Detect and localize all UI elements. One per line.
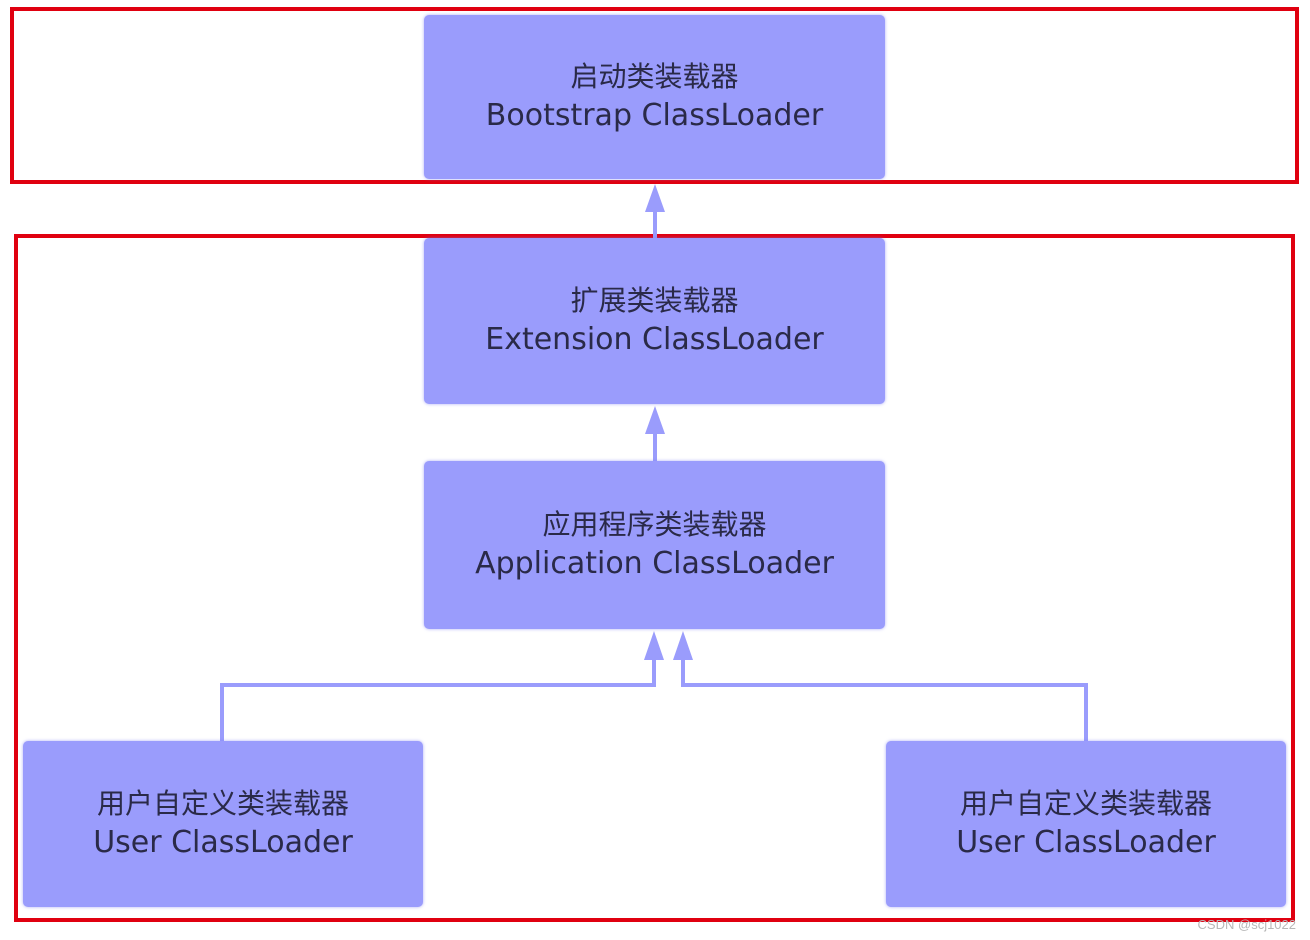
node-label-en: Application ClassLoader	[475, 546, 834, 581]
node-user-classloader-right: 用户自定义类装载器 User ClassLoader	[886, 741, 1286, 907]
node-bootstrap-classloader: 启动类装载器 Bootstrap ClassLoader	[424, 15, 885, 179]
node-label-cn: 扩展类装载器	[570, 284, 739, 317]
node-label-cn: 启动类装载器	[570, 60, 739, 93]
node-label-cn: 用户自定义类装载器	[96, 787, 349, 820]
node-label-cn: 应用程序类装载器	[542, 508, 767, 541]
node-extension-classloader: 扩展类装载器 Extension ClassLoader	[424, 238, 885, 404]
watermark: CSDN @scj1022	[1197, 917, 1296, 932]
node-label-en: User ClassLoader	[956, 825, 1216, 860]
arrowhead-bootstrap	[645, 184, 665, 212]
node-label-en: User ClassLoader	[93, 825, 353, 860]
node-label-en: Extension ClassLoader	[485, 322, 824, 357]
node-label-cn: 用户自定义类装载器	[959, 787, 1212, 820]
bootstrap-group-frame	[10, 7, 1299, 184]
node-application-classloader: 应用程序类装载器 Application ClassLoader	[424, 461, 885, 629]
node-label-en: Bootstrap ClassLoader	[485, 98, 824, 133]
node-user-classloader-left: 用户自定义类装载器 User ClassLoader	[23, 741, 423, 907]
